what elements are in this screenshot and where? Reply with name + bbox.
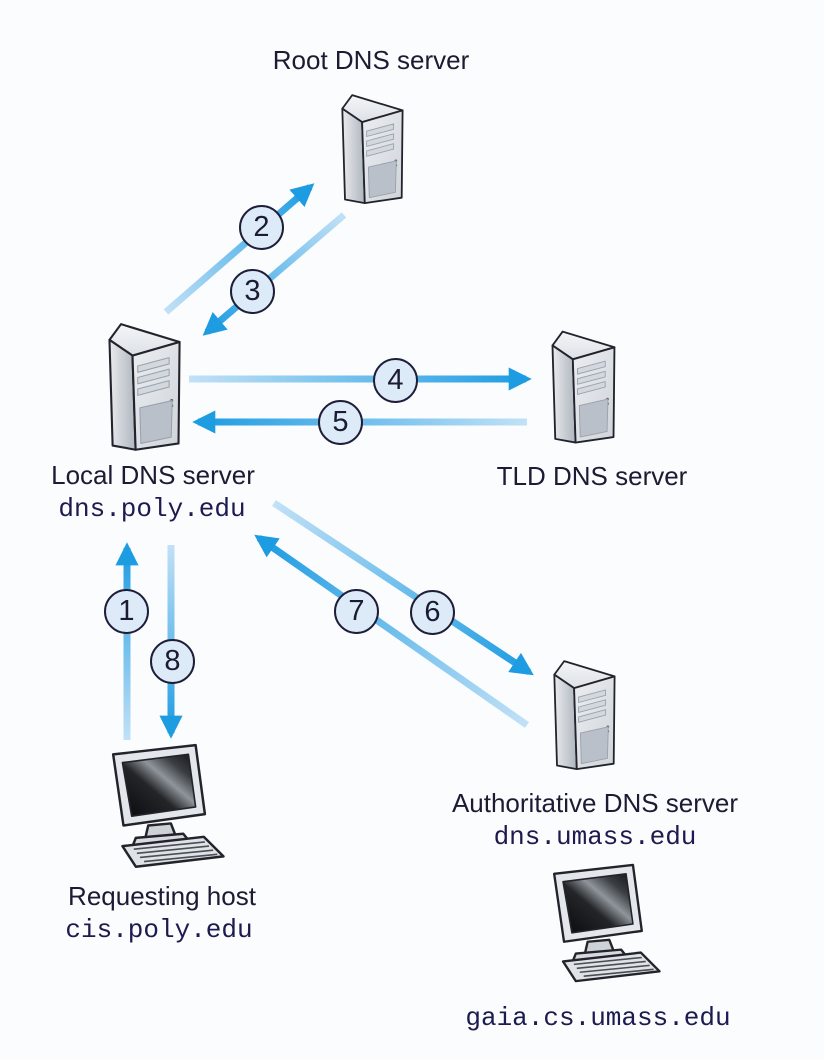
authoritative-dns-hostname: dns.umass.edu [493, 822, 697, 852]
tld-dns-server-icon [551, 330, 616, 444]
target-host-computer-icon [552, 863, 661, 983]
step-badge-7: 7 [334, 589, 379, 634]
step-badge-3: 3 [230, 269, 275, 314]
requesting-host-computer-icon [111, 743, 225, 868]
authoritative-dns-label: Authoritative DNS server [451, 788, 739, 818]
arrow-step-3 [202, 212, 347, 336]
step-badge-2: 2 [239, 205, 284, 250]
authoritative-dns-server-icon [553, 660, 616, 770]
step-badge-4: 4 [373, 358, 418, 403]
arrow-step-6 [272, 500, 534, 676]
local-dns-hostname: dns.poly.edu [58, 494, 246, 524]
tld-dns-label: TLD DNS server [496, 461, 688, 491]
step-badge-5: 5 [318, 400, 363, 445]
requesting-host-label: Requesting host [68, 881, 256, 911]
arrow-step-7 [254, 534, 530, 728]
step-badge-6: 6 [410, 590, 455, 635]
root-dns-server-icon [341, 94, 404, 205]
target-host-hostname: gaia.cs.umass.edu [465, 1003, 731, 1033]
local-dns-server-icon [108, 323, 181, 451]
step-badge-1: 1 [104, 589, 149, 634]
local-dns-label: Local DNS server [51, 460, 255, 490]
requesting-host-hostname: cis.poly.edu [65, 915, 253, 945]
step-badge-8: 8 [150, 639, 195, 684]
root-dns-label: Root DNS server [272, 45, 470, 75]
arrow-step-2 [163, 183, 315, 315]
